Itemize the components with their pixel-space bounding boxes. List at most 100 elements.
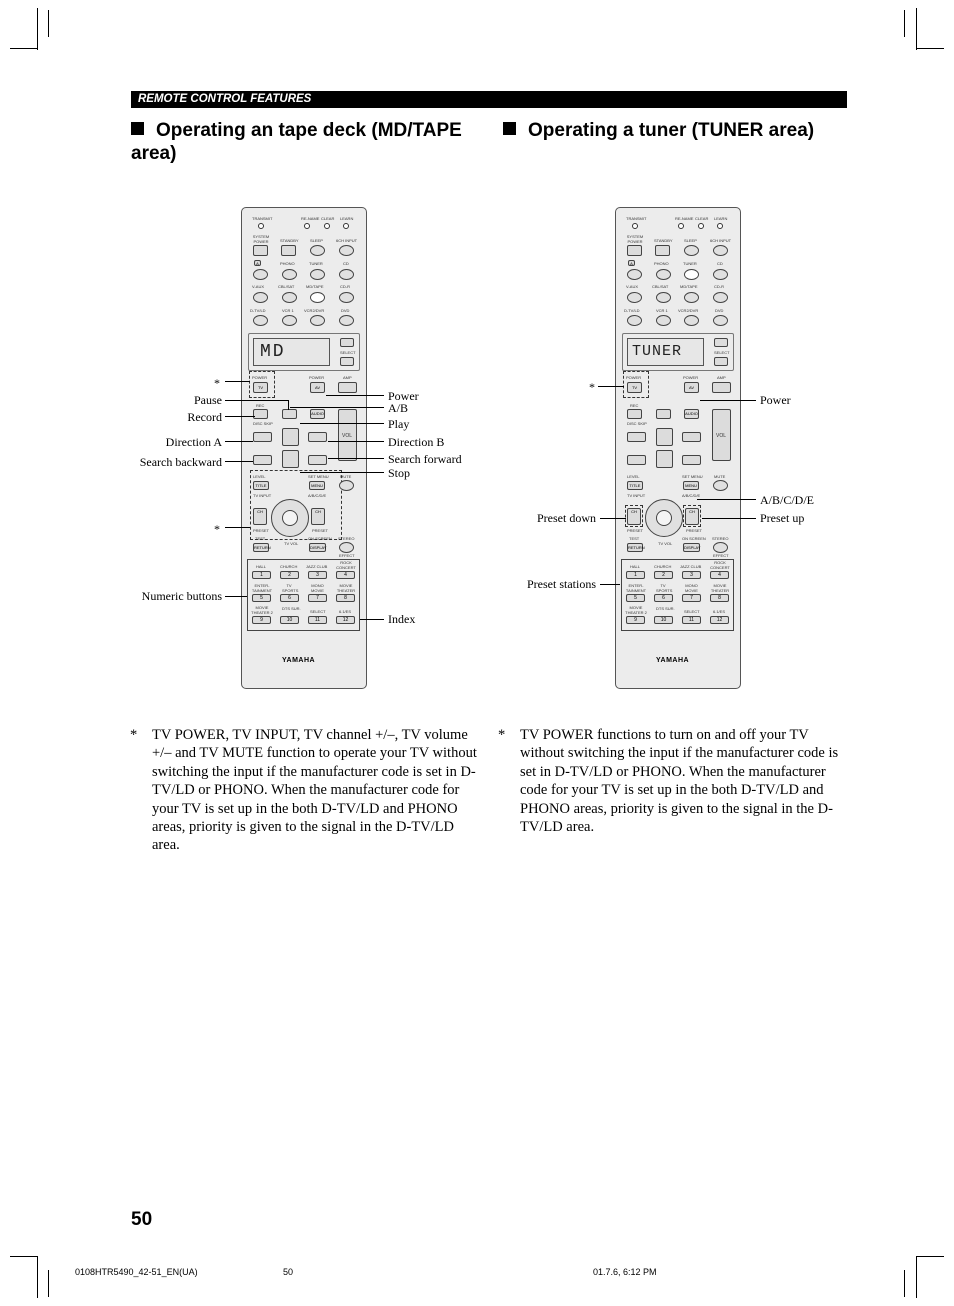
cblsat-button[interactable] <box>282 292 297 303</box>
cdr-button[interactable] <box>339 292 354 303</box>
num-11-button[interactable]: 11 <box>308 616 327 624</box>
num-11-button[interactable]: 11 <box>682 616 701 624</box>
play-button[interactable] <box>282 428 299 446</box>
num-9-button[interactable]: 9 <box>252 616 271 624</box>
menu-button[interactable]: MENU <box>683 481 699 490</box>
system-power-button[interactable] <box>253 245 268 256</box>
num-12-button[interactable]: 12 <box>710 616 729 624</box>
rename-button[interactable] <box>304 223 310 229</box>
direction-a-button[interactable] <box>253 432 272 442</box>
stop-button[interactable] <box>282 450 299 468</box>
num-2-button[interactable]: 2 <box>280 571 299 579</box>
av-power-button[interactable]: AV <box>684 382 699 393</box>
mute-button[interactable] <box>713 480 728 491</box>
mdtape-button[interactable] <box>310 292 325 303</box>
amp-button[interactable] <box>712 382 731 393</box>
num-3-button[interactable]: 3 <box>682 571 701 579</box>
return-button[interactable]: RETURN <box>627 543 645 552</box>
select-up-button[interactable] <box>340 338 354 347</box>
title-button[interactable]: TITLE <box>253 481 269 490</box>
cd-button[interactable] <box>339 269 354 280</box>
num-8-button[interactable]: 8 <box>710 594 729 602</box>
num-9-button[interactable]: 9 <box>626 616 645 624</box>
sleep-button[interactable] <box>684 245 699 256</box>
num-8-button[interactable]: 8 <box>336 594 355 602</box>
num-5-button[interactable]: 5 <box>626 594 645 602</box>
select-down-button[interactable] <box>340 357 354 366</box>
display-button[interactable]: DISPLAY <box>309 543 327 552</box>
stereo-button[interactable] <box>713 542 728 553</box>
num-7-button[interactable]: 7 <box>682 594 701 602</box>
dtvld-button[interactable] <box>627 315 642 326</box>
ch-up-button[interactable]: CH <box>685 508 699 525</box>
clear-button[interactable] <box>698 223 704 229</box>
rec-button[interactable] <box>627 409 642 419</box>
num-12-button[interactable]: 12 <box>336 616 355 624</box>
search-forward-button[interactable] <box>308 455 327 465</box>
num-1-button[interactable]: 1 <box>252 571 271 579</box>
rename-button[interactable] <box>678 223 684 229</box>
vaux-button[interactable] <box>253 292 268 303</box>
tv-mute-select-button[interactable] <box>282 510 298 526</box>
num-5-button[interactable]: 5 <box>252 594 271 602</box>
cdr-button[interactable] <box>713 292 728 303</box>
system-power-button[interactable] <box>627 245 642 256</box>
direction-b-button[interactable] <box>308 432 327 442</box>
rec-button[interactable] <box>253 409 268 419</box>
num-4-button[interactable]: 4 <box>336 571 355 579</box>
av-power-button[interactable]: AV <box>310 382 325 393</box>
input-a-button[interactable] <box>627 269 642 280</box>
num-10-button[interactable]: 10 <box>280 616 299 624</box>
standby-button[interactable] <box>655 245 670 256</box>
input-a-button[interactable] <box>253 269 268 280</box>
num-1-button[interactable]: 1 <box>626 571 645 579</box>
num-7-button[interactable]: 7 <box>308 594 327 602</box>
cursor-pad[interactable] <box>645 499 683 537</box>
vcr1-button[interactable] <box>656 315 671 326</box>
phono-button[interactable] <box>282 269 297 280</box>
title-button[interactable]: TITLE <box>627 481 643 490</box>
dtvld-button[interactable] <box>253 315 268 326</box>
menu-button[interactable]: MENU <box>309 481 325 490</box>
tuner-button[interactable] <box>684 269 699 280</box>
cd-button[interactable] <box>713 269 728 280</box>
ch-down-button[interactable]: CH <box>627 508 641 525</box>
num-6-button[interactable]: 6 <box>654 594 673 602</box>
select-up-button[interactable] <box>714 338 728 347</box>
num-2-button[interactable]: 2 <box>654 571 673 579</box>
6ch-input-button[interactable] <box>713 245 728 256</box>
cursor-pad[interactable] <box>271 499 309 537</box>
6ch-input-button[interactable] <box>339 245 354 256</box>
dvd-button[interactable] <box>713 315 728 326</box>
phono-button[interactable] <box>656 269 671 280</box>
volume-rocker[interactable] <box>338 409 357 461</box>
mute-button[interactable] <box>339 480 354 491</box>
clear-button[interactable] <box>324 223 330 229</box>
tv-power-button[interactable]: TV <box>253 382 268 393</box>
stop-button[interactable] <box>656 450 673 468</box>
direction-b-button[interactable] <box>682 432 701 442</box>
tuner-button[interactable] <box>310 269 325 280</box>
play-button[interactable] <box>656 428 673 446</box>
learn-button[interactable] <box>717 223 723 229</box>
vcr1-button[interactable] <box>282 315 297 326</box>
num-6-button[interactable]: 6 <box>280 594 299 602</box>
vcr2dvr-button[interactable] <box>684 315 699 326</box>
sleep-button[interactable] <box>310 245 325 256</box>
volume-rocker[interactable] <box>712 409 731 461</box>
audio-button[interactable]: AUDIO <box>684 409 699 419</box>
tv-power-button[interactable]: TV <box>627 382 642 393</box>
num-4-button[interactable]: 4 <box>710 571 729 579</box>
stereo-button[interactable] <box>339 542 354 553</box>
mdtape-button[interactable] <box>684 292 699 303</box>
vaux-button[interactable] <box>627 292 642 303</box>
num-10-button[interactable]: 10 <box>654 616 673 624</box>
standby-button[interactable] <box>281 245 296 256</box>
amp-button[interactable] <box>338 382 357 393</box>
pause-button[interactable] <box>282 409 297 419</box>
return-button[interactable]: RETURN <box>253 543 271 552</box>
select-down-button[interactable] <box>714 357 728 366</box>
search-backward-button[interactable] <box>627 455 646 465</box>
tv-mute-select-button[interactable] <box>656 510 672 526</box>
dvd-button[interactable] <box>339 315 354 326</box>
